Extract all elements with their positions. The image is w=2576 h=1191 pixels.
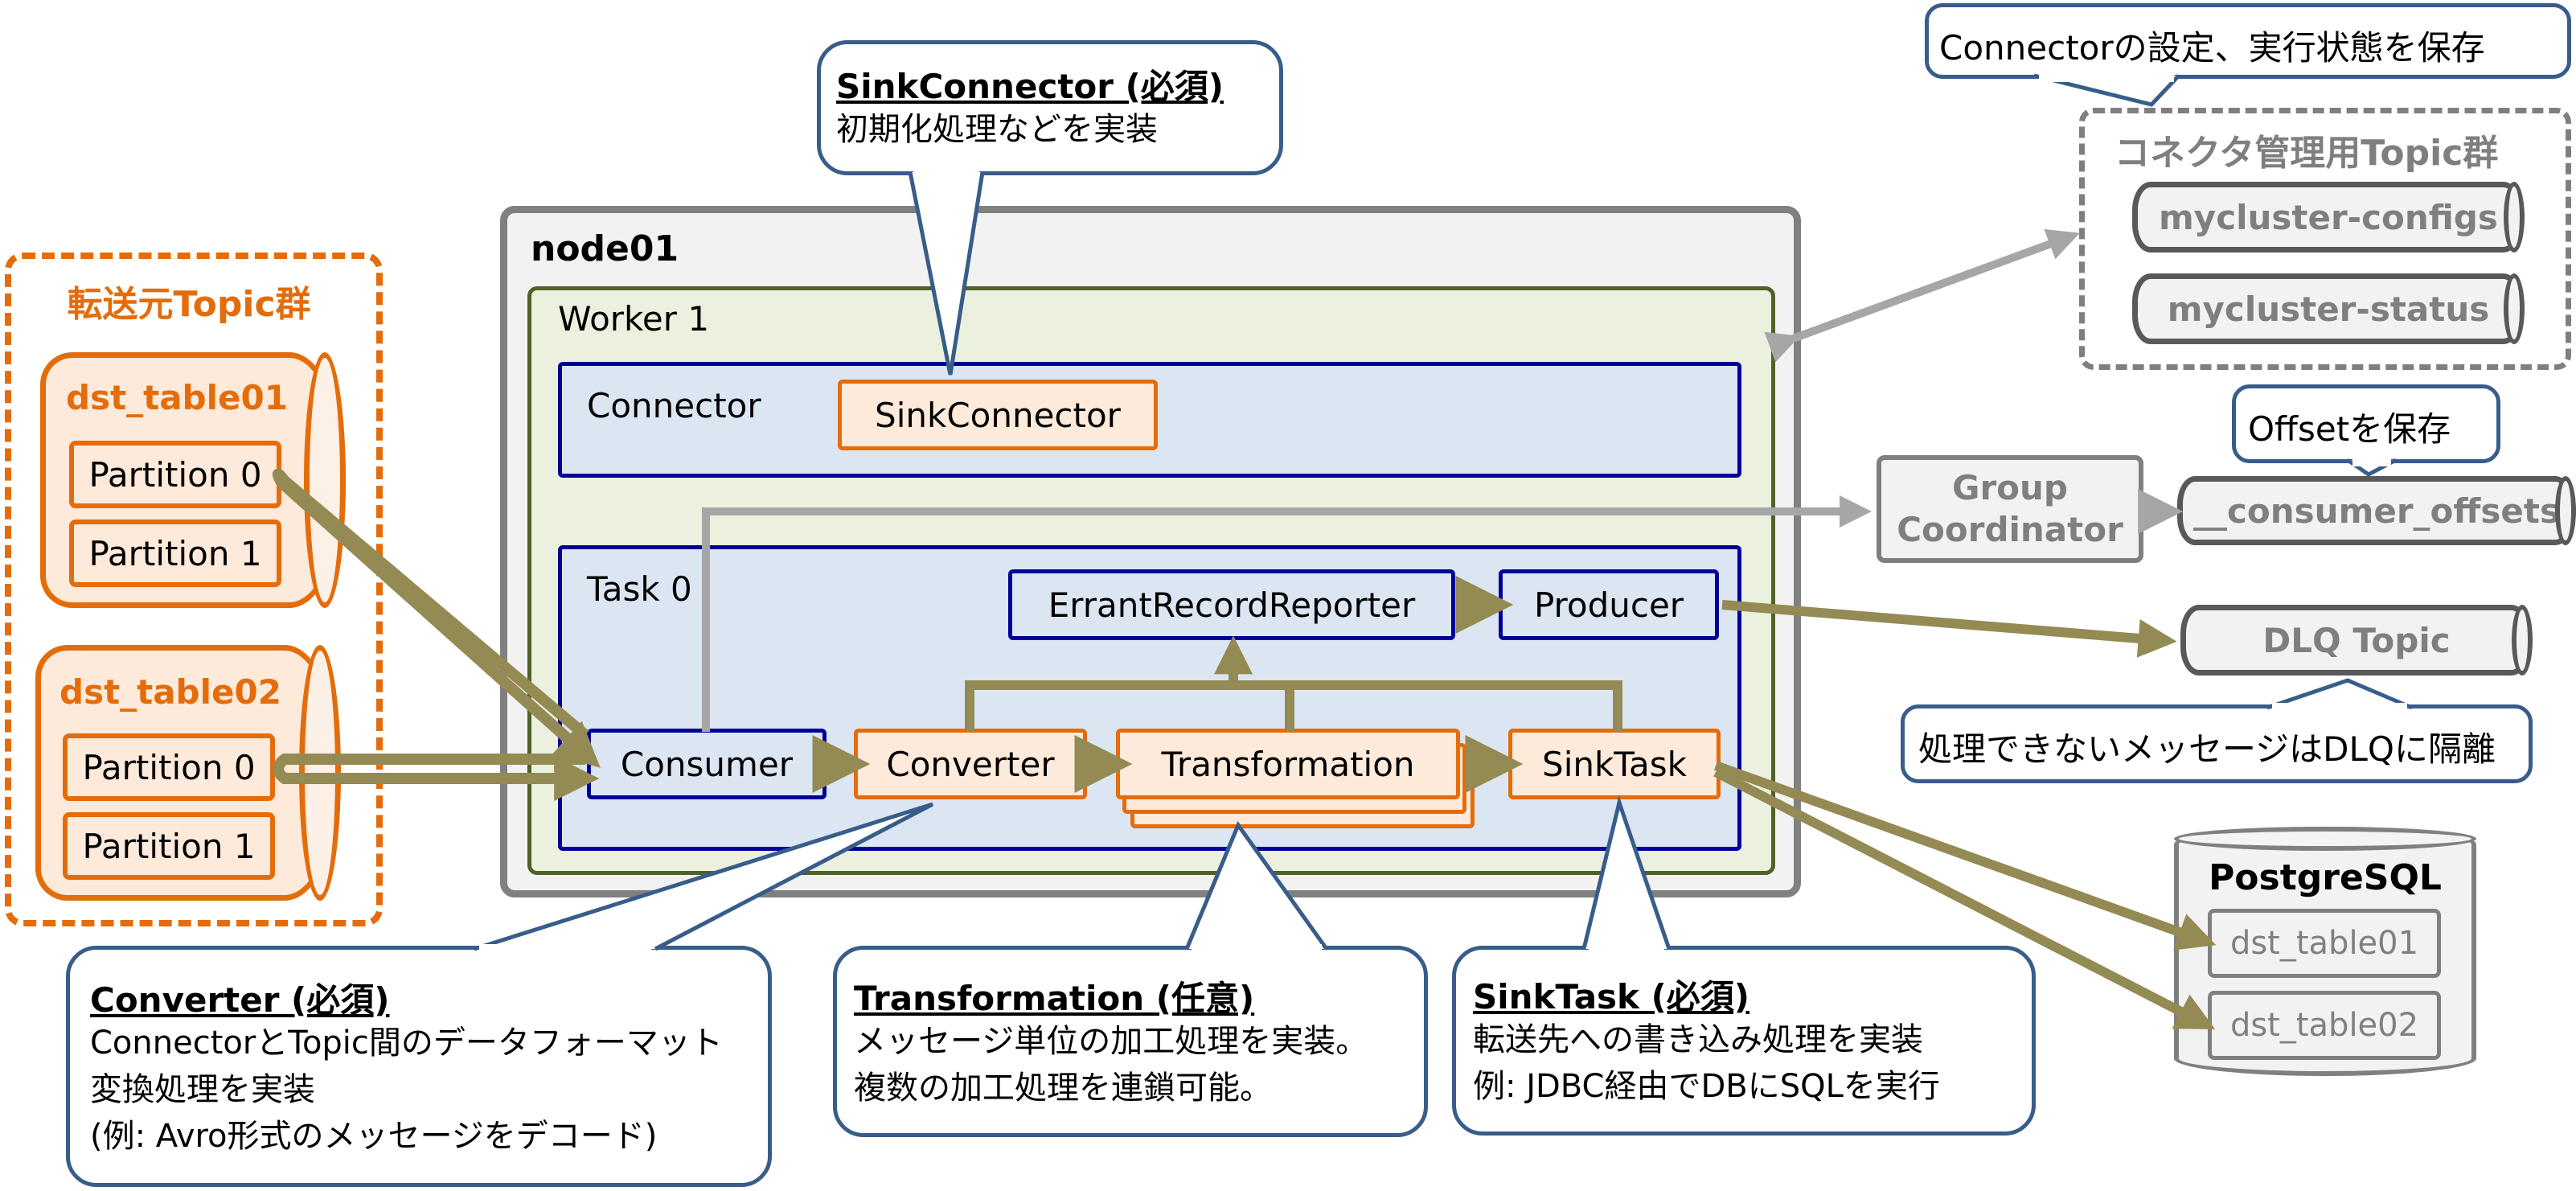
topic-mycluster-configs[interactable]: mycluster-configs [2132, 182, 2525, 253]
group-coordinator-line1: Group [1951, 468, 2068, 507]
node-title: node01 [531, 228, 679, 269]
converter-callout-line: ConnectorとTopic間のデータフォーマット [90, 1025, 723, 1062]
group-coordinator-box[interactable]: Group Coordinator [1877, 455, 2143, 563]
cylinder-cap-icon [2555, 476, 2576, 545]
transformation-callout-heading: Transformation (任意) [854, 979, 1255, 1018]
errant-record-reporter-box[interactable]: ErrantRecordReporter [1008, 569, 1455, 640]
sink-connector-callout [817, 40, 1283, 175]
db-table-item[interactable]: dst_table02 [2208, 991, 2441, 1060]
topic-name: dst_table01 [66, 378, 288, 417]
partition-item[interactable]: Partition 1 [69, 520, 281, 587]
cylinder-cap-icon [299, 645, 341, 901]
topic-name: DLQ Topic [2262, 620, 2451, 660]
sinktask-callout-line: 転送先への書き込み処理を実装 [1473, 1021, 1923, 1058]
cylinder-cap-icon [2504, 182, 2525, 253]
converter-callout-line: (例: Avro形式のメッセージをデコード) [90, 1118, 658, 1155]
postgresql-title: PostgreSQL [2209, 857, 2442, 898]
sinktask-callout-heading: SinkTask (必須) [1473, 977, 1749, 1016]
group-coordinator-line2: Coordinator [1897, 510, 2123, 549]
mgmt-callout [1925, 3, 2571, 79]
mgmt-topic-group-title: コネクタ管理用Topic群 [2115, 133, 2499, 174]
sinktask-callout-line: 例: JDBC経由でDBにSQLを実行 [1473, 1068, 1940, 1105]
topic-consumer-offsets[interactable]: __consumer_offsets [2177, 476, 2576, 545]
partition-item[interactable]: Partition 1 [63, 812, 275, 880]
source-topic-group-title: 転送元Topic群 [67, 284, 311, 325]
converter-box[interactable]: Converter [854, 729, 1087, 799]
task-label: Task 0 [587, 569, 692, 609]
cylinder-cap-icon [2512, 605, 2533, 676]
topic-name: mycluster-configs [2159, 197, 2498, 237]
converter-callout [66, 946, 772, 1187]
partition-item[interactable]: Partition 0 [63, 733, 275, 801]
cylinder-cap-icon [2504, 273, 2525, 344]
worker-title: Worker 1 [558, 299, 710, 339]
transformation-callout-line: 複数の加工処理を連鎖可能。 [854, 1070, 1272, 1107]
sink-connector-callout-text: 初期化処理などを実装 [836, 111, 1158, 148]
topic-name: __consumer_offsets [2193, 491, 2560, 531]
transformation-callout-line: メッセージ単位の加工処理を実装。 [854, 1023, 1368, 1060]
consumer-box[interactable]: Consumer [587, 729, 827, 799]
dlq-pointer [2266, 678, 2413, 710]
topic-mycluster-status[interactable]: mycluster-status [2132, 273, 2525, 344]
offsets-callout-text: Offsetを保存 [2248, 409, 2451, 449]
converter-callout-line: 変換処理を実装 [90, 1071, 315, 1108]
converter-callout-heading: Converter (必須) [90, 980, 390, 1020]
mgmt-pointer [2033, 73, 2180, 107]
topic-dlq[interactable]: DLQ Topic [2180, 605, 2533, 676]
transformation-callout [833, 946, 1428, 1137]
topic-name: mycluster-status [2167, 289, 2490, 329]
transformation-box[interactable]: Transformation [1116, 729, 1460, 799]
sink-connector-callout-heading: SinkConnector (必須) [836, 67, 1224, 106]
flow-worker-mgmt-topics [1764, 228, 2080, 363]
partition-item[interactable]: Partition 0 [69, 441, 281, 508]
mgmt-topic-group [2079, 108, 2571, 370]
topic-name: dst_table02 [59, 672, 281, 712]
producer-box[interactable]: Producer [1499, 569, 1719, 640]
sink-connector-box[interactable]: SinkConnector [838, 380, 1158, 450]
connector-label: Connector [587, 386, 761, 425]
db-table-item[interactable]: dst_table01 [2208, 909, 2441, 978]
cylinder-cap-icon [304, 352, 346, 608]
mgmt-callout-text: Connectorの設定、実行状態を保存 [1939, 28, 2485, 68]
dlq-callout-text: 処理できないメッセージはDLQに隔離 [1918, 729, 2496, 769]
sinktask-box[interactable]: SinkTask [1508, 729, 1721, 799]
database-top-cap-icon [2174, 827, 2476, 851]
